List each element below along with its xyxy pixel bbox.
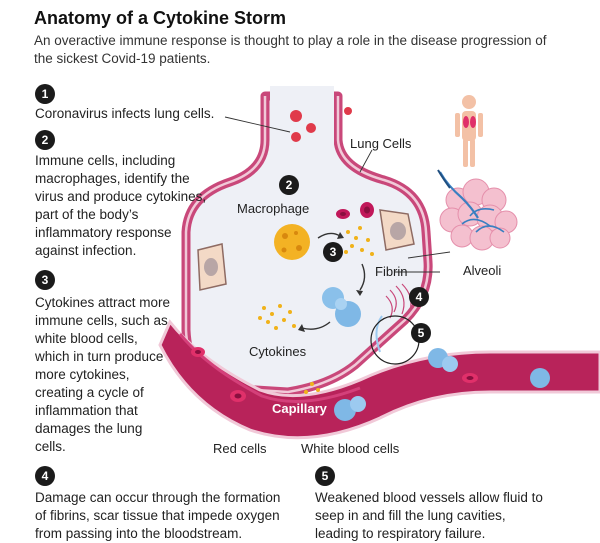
diagram-marker-4: 4 [409, 287, 429, 307]
diagram-marker-2: 2 [279, 175, 299, 195]
cytokines-cluster [344, 226, 374, 256]
label-white-blood-cells: White blood cells [301, 441, 400, 456]
alveolus-inner-membrane [184, 96, 430, 394]
red-cell [360, 202, 374, 218]
diagram-marker-3: 3 [323, 242, 343, 262]
macrophage [274, 224, 310, 260]
step-text-3: Cytokines attract more immune cells, suc… [35, 295, 171, 454]
cycle-arrows [301, 232, 366, 330]
step-badge-3: 3 [35, 270, 55, 290]
white-blood-cell [322, 287, 361, 327]
red-cell [230, 390, 246, 402]
label-lung-cells: Lung Cells [350, 136, 412, 151]
step-badge-1: 1 [35, 84, 55, 104]
lung-cell [197, 243, 227, 291]
cycle-arrowheads [298, 232, 363, 332]
virus-particles [290, 107, 352, 142]
white-blood-cell [334, 396, 366, 421]
cytokines-cluster [258, 304, 296, 330]
label-capillary: Capillary [272, 401, 327, 416]
page-title: Anatomy of a Cytokine Storm [34, 8, 287, 28]
red-cell [336, 209, 350, 219]
page-subtitle: An overactive immune response is thought… [34, 33, 547, 66]
label-fibrin: Fibrin [375, 264, 408, 279]
step-badge-4: 4 [35, 466, 55, 486]
red-cell [462, 373, 478, 383]
white-blood-cell [530, 368, 550, 388]
step-text-1: Coronavirus infects lung cells. [35, 106, 215, 121]
diagram-marker-5: 5 [411, 323, 431, 343]
step-text-5: Weakened blood vessels allow fluid to se… [315, 490, 543, 541]
step-badge-2: 2 [35, 130, 55, 150]
capillary [158, 319, 600, 440]
cytokines-cluster [304, 382, 320, 394]
alveoli-cluster-icon [437, 169, 518, 251]
lung-cell [379, 209, 415, 251]
label-cytokines: Cytokines [249, 344, 307, 359]
red-cell [191, 347, 205, 357]
white-blood-cell [428, 348, 458, 372]
leader-lines [224, 116, 451, 273]
step-text-4: Damage can occur through the formation o… [35, 490, 281, 541]
label-alveoli: Alveoli [463, 263, 502, 278]
fluid-leak [375, 315, 383, 353]
step-badge-5: 5 [315, 466, 335, 486]
human-figure-icon [455, 95, 483, 167]
label-red-cells: Red cells [213, 441, 267, 456]
label-macrophage: Macrophage [237, 201, 310, 216]
step-text-2: Immune cells, including macrophages, ide… [35, 153, 207, 258]
